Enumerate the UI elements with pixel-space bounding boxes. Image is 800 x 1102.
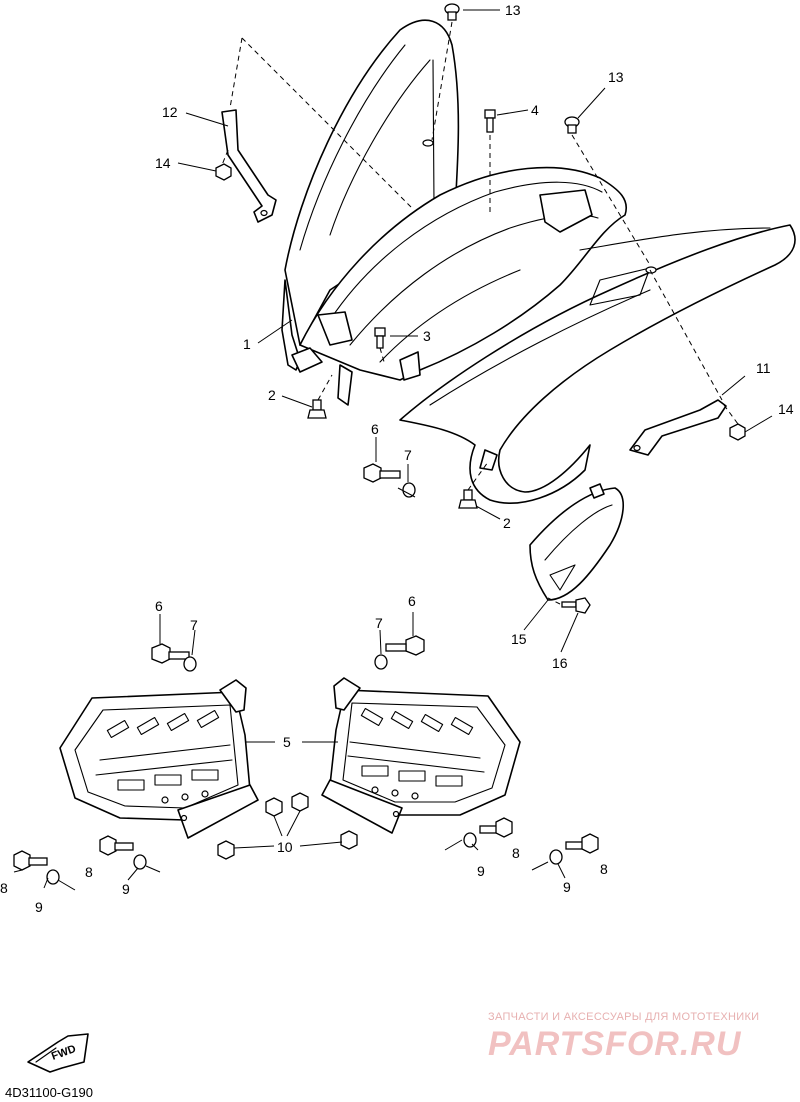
bolt-4 [484, 109, 496, 133]
nuts-10 [217, 792, 358, 860]
callout-6-upper: 6 [371, 421, 379, 437]
callout-12: 12 [162, 104, 178, 120]
callout-8-right: 8 [512, 845, 520, 861]
bolt-2-right [458, 489, 478, 509]
bolt-6-left [151, 643, 197, 672]
watermark: ЗАПЧАСТИ И АКСЕССУАРЫ ДЛЯ МОТОТЕХНИКИ PA… [488, 1011, 759, 1063]
nut-14-right [729, 423, 746, 441]
callout-2-right: 2 [503, 515, 511, 531]
bolt-8-far-right [549, 833, 599, 865]
callout-14-right: 14 [778, 401, 794, 417]
callout-6-left: 6 [155, 598, 163, 614]
bolt-2-left [307, 399, 327, 419]
nut-14-left [215, 163, 232, 181]
callout-6-right: 6 [408, 593, 416, 609]
callout-8-far-left: 8 [0, 880, 8, 896]
callout-9-far-right: 9 [563, 879, 571, 895]
bolt-8-left [99, 835, 147, 870]
callout-4: 4 [531, 102, 539, 118]
bolt-6-right [374, 635, 425, 670]
callout-7-upper: 7 [404, 447, 412, 463]
assembly-lines [221, 21, 739, 605]
watermark-brand: PARTSFOR.RU [488, 1025, 742, 1063]
left-footrest [59, 679, 259, 839]
bolt-3 [374, 327, 386, 349]
fwd-arrow-icon: FWD [27, 1033, 89, 1073]
callout-15: 15 [511, 631, 527, 647]
callout-9-left: 9 [122, 881, 130, 897]
callout-9-far-left: 9 [35, 899, 43, 915]
mud-guard-15 [529, 483, 625, 601]
callout-1: 1 [243, 336, 251, 352]
callout-13-top: 13 [505, 2, 521, 18]
right-footrest-slots [360, 707, 474, 787]
right-footrest [321, 677, 521, 834]
callout-5: 5 [283, 734, 291, 750]
bolt-8-right [463, 817, 513, 848]
callout-2-left: 2 [268, 387, 276, 403]
bracket-11 [629, 399, 727, 456]
callout-8-left: 8 [85, 864, 93, 880]
leader-lines [13, 9, 773, 891]
bolt-16 [561, 597, 591, 614]
bolt-6-upper [363, 463, 416, 498]
callout-7-left: 7 [190, 617, 198, 633]
bracket-12 [221, 109, 277, 223]
callouts: 13 13 4 12 14 1 3 2 11 14 6 7 2 15 16 6 … [0, 2, 794, 915]
watermark-subtitle: ЗАПЧАСТИ И АКСЕССУАРЫ ДЛЯ МОТОТЕХНИКИ [488, 1011, 759, 1023]
drawing-code: 4D31100-G190 [5, 1085, 93, 1100]
screw-13-right [564, 116, 580, 134]
callout-13-right: 13 [608, 69, 624, 85]
callout-11: 11 [756, 360, 771, 376]
callout-7-right: 7 [375, 615, 383, 631]
screw-13-top [444, 3, 460, 21]
callout-3: 3 [423, 328, 431, 344]
bolt-8-far-left [13, 850, 60, 885]
callout-9-right: 9 [477, 863, 485, 879]
callout-10: 10 [277, 839, 293, 855]
rear-fender [281, 19, 796, 504]
callout-16: 16 [552, 655, 568, 671]
callout-14-left: 14 [155, 155, 171, 171]
callout-8-far-right: 8 [600, 861, 608, 877]
left-footrest-slots [106, 709, 220, 791]
